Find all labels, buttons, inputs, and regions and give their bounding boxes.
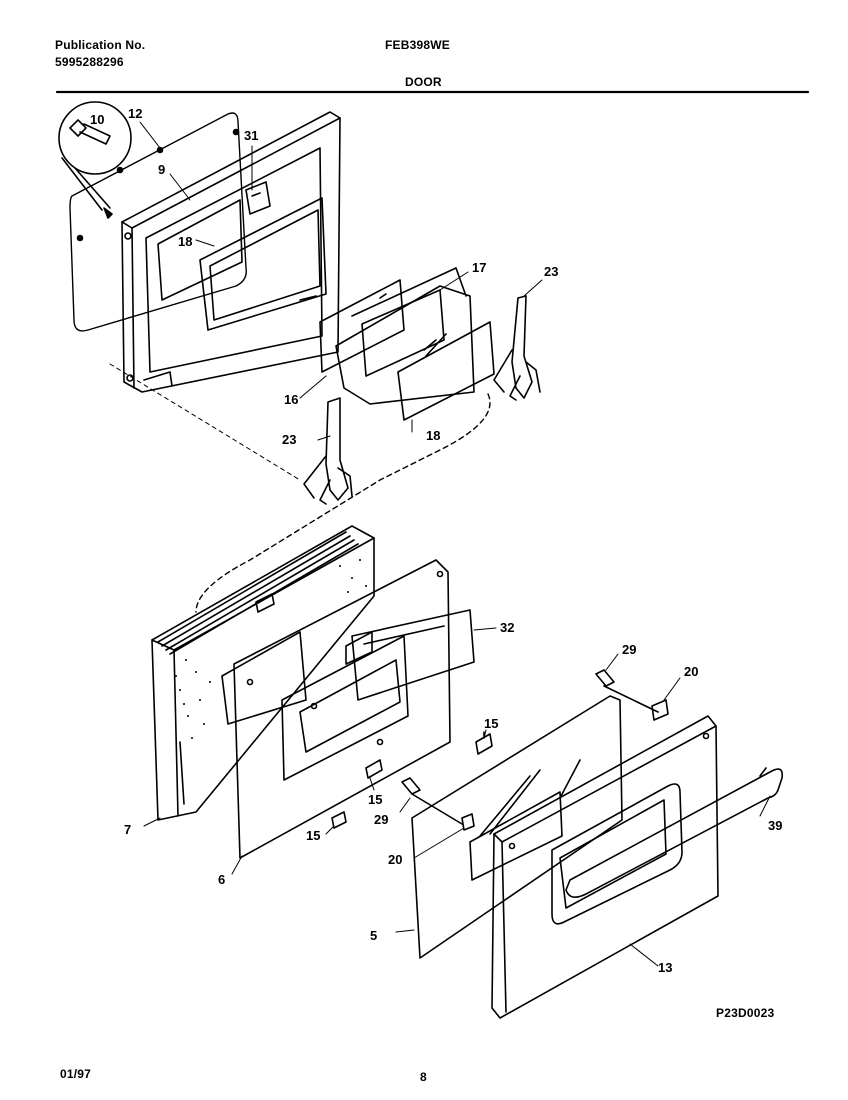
callout-17: 17: [472, 260, 486, 275]
hinge-right: [493, 295, 541, 401]
spacer-pin: [401, 777, 463, 825]
callout-7: 7: [124, 822, 131, 837]
hinge-bracket: [245, 181, 271, 215]
callout-15: 15: [484, 716, 498, 731]
page-number: 8: [420, 1070, 427, 1084]
callout-15: 15: [306, 828, 320, 843]
callout-18: 18: [178, 234, 192, 249]
footer-date: 01/97: [60, 1067, 92, 1081]
callout-12: 12: [128, 106, 142, 121]
callout-29: 29: [622, 642, 636, 657]
inner-glass: [411, 695, 623, 959]
outer-door-panel: [491, 715, 719, 1019]
callout-23: 23: [544, 264, 558, 279]
section-title: DOOR: [405, 75, 442, 89]
callout-15: 15: [368, 792, 382, 807]
door-handle: [565, 767, 784, 898]
callout-23: 23: [282, 432, 296, 447]
callout-18: 18: [426, 428, 440, 443]
callout-32: 32: [500, 620, 514, 635]
callout-20: 20: [684, 664, 698, 679]
insulation-texture: [175, 559, 367, 739]
glass-pack: [319, 267, 495, 421]
heat-shield: [351, 609, 475, 701]
glass-bracket: [461, 813, 475, 831]
door-insulation: [151, 525, 375, 821]
publication-number: 5995288296: [55, 55, 124, 69]
diagram-code: P23D0023: [716, 1006, 775, 1020]
leader-lines: [139, 121, 771, 967]
callout-5: 5: [370, 928, 377, 943]
screw-icon: [58, 101, 132, 219]
leader-dashed: [109, 363, 301, 481]
callout-9: 9: [158, 162, 165, 177]
callout-6: 6: [218, 872, 225, 887]
callout-20: 20: [388, 852, 402, 867]
door-gasket: [69, 112, 247, 332]
hinge-left: [303, 397, 353, 505]
spacer-pin: [595, 669, 659, 713]
glass-bracket: [651, 699, 669, 721]
model-number: FEB398WE: [385, 38, 450, 52]
callout-31: 31: [244, 128, 258, 143]
publication-label: Publication No.: [55, 38, 146, 52]
callout-10: 10: [90, 112, 104, 127]
callout-29: 29: [374, 812, 388, 827]
leader-dashed: [195, 393, 491, 613]
door-liner: [221, 559, 451, 859]
callout-16: 16: [284, 392, 298, 407]
inner-door-frame: [121, 111, 341, 393]
callout-13: 13: [658, 960, 672, 975]
callout-39: 39: [768, 818, 782, 833]
